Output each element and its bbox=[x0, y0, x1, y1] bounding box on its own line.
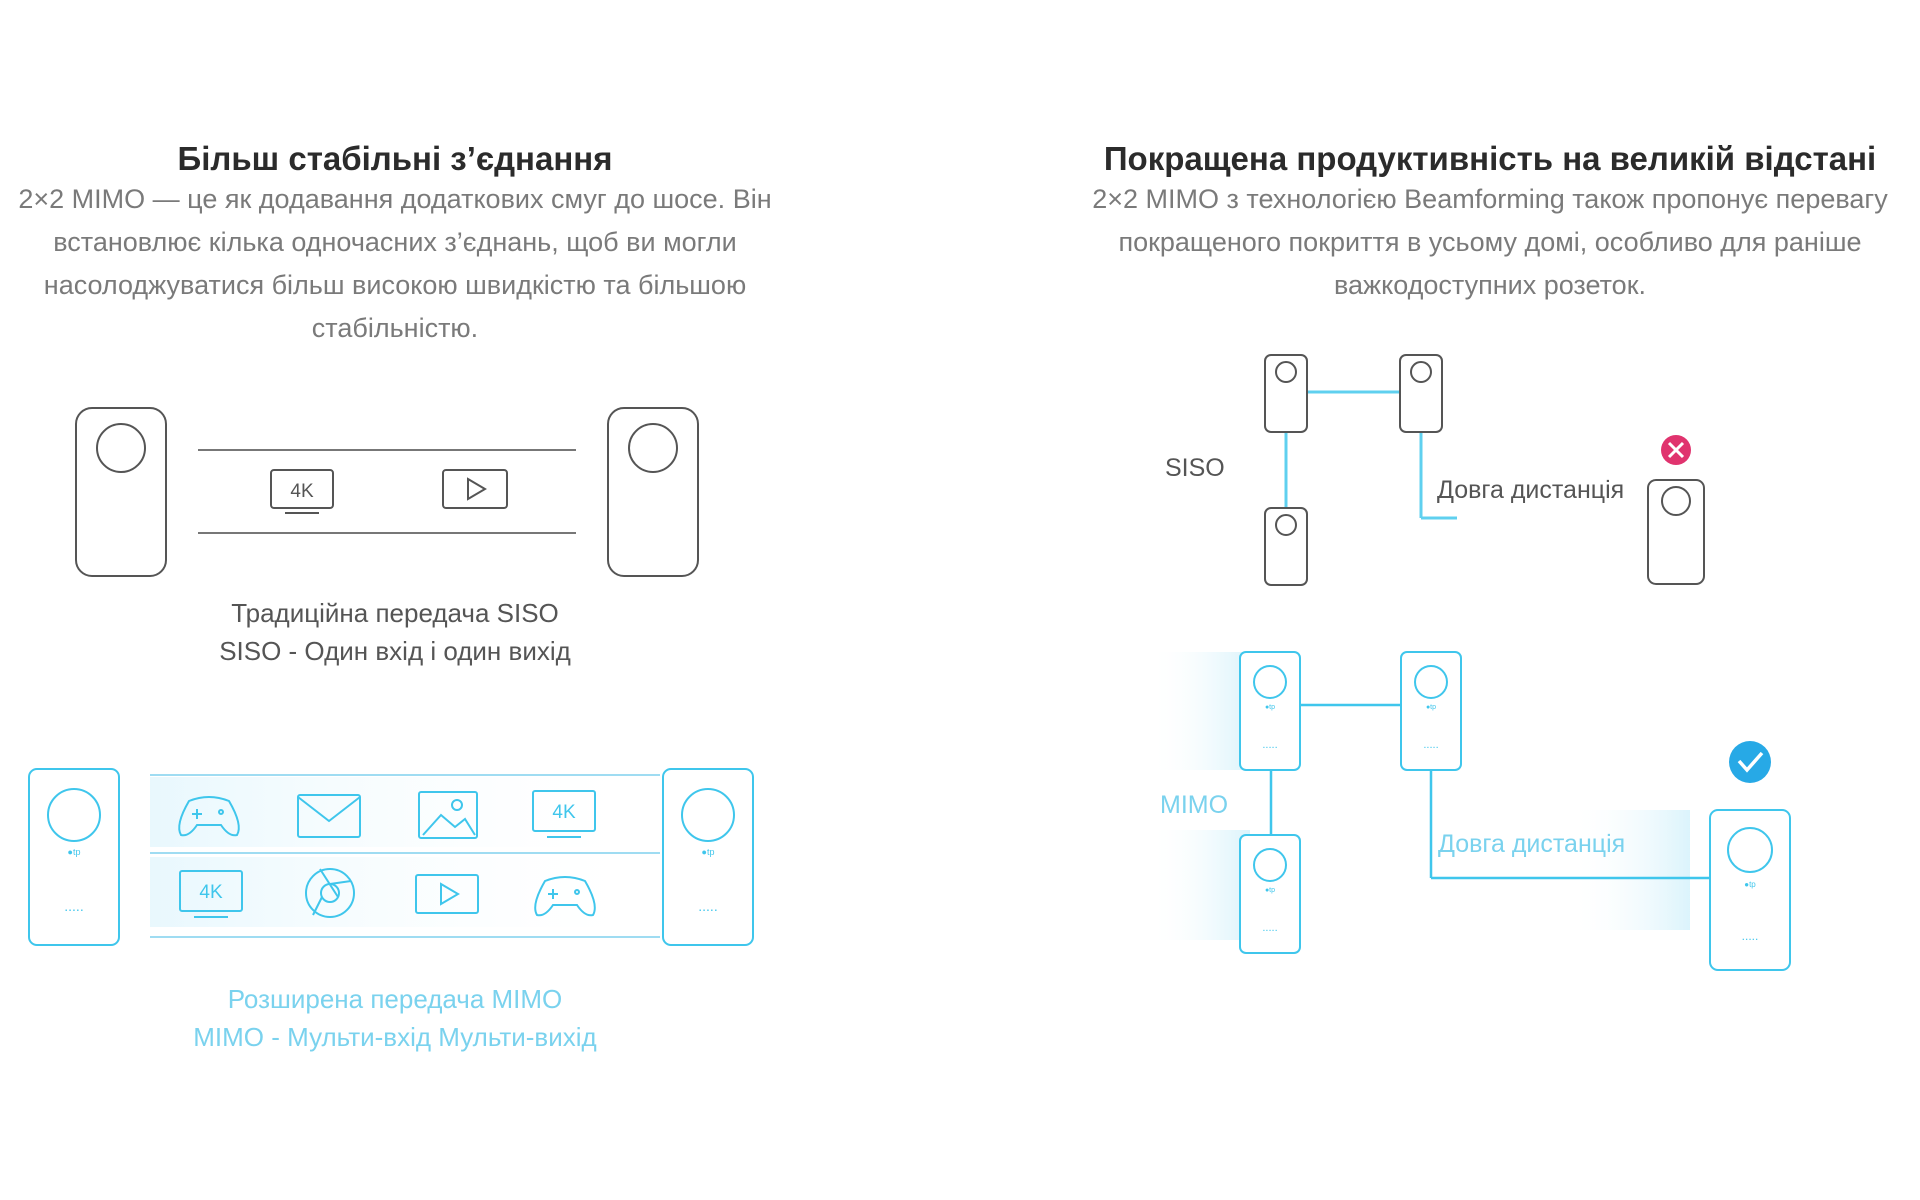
siso-transmission-diagram: 4K bbox=[75, 407, 699, 577]
check-circle-icon bbox=[1729, 741, 1771, 783]
mimo-device-c: ●tp ..... bbox=[1239, 834, 1301, 954]
left-title: Більш стабільні з’єднання bbox=[177, 140, 613, 177]
x-circle-icon bbox=[1661, 435, 1691, 465]
mimo-label: MIMO bbox=[1160, 791, 1228, 819]
siso-device-left bbox=[75, 407, 167, 577]
siso-device-b bbox=[1399, 354, 1443, 433]
mimo-caption: Розширена передача MIMO MIMO - Мульти-вх… bbox=[0, 980, 790, 1056]
mimo-4k-badge-bottom: 4K bbox=[199, 882, 223, 903]
gamepad-icon bbox=[534, 876, 596, 917]
svg-text:.....: ..... bbox=[1262, 922, 1277, 934]
siso-device-a bbox=[1264, 354, 1308, 433]
siso-label: SISO bbox=[1165, 454, 1225, 482]
mimo-device-far: ●tp ..... bbox=[1709, 809, 1791, 971]
siso-device-far bbox=[1647, 479, 1705, 585]
chrome-icon bbox=[305, 868, 355, 918]
mail-icon bbox=[297, 794, 361, 838]
siso-caption-line1: Традиційна передача SISO bbox=[231, 598, 559, 628]
mimo-distance-label: Довга дистанція bbox=[1438, 830, 1625, 858]
svg-text:●tp: ●tp bbox=[1265, 887, 1275, 894]
svg-text:●tp: ●tp bbox=[702, 847, 715, 857]
svg-text:.....: ..... bbox=[698, 898, 717, 914]
svg-text:.....: ..... bbox=[1742, 929, 1759, 943]
4k-tv-icon: 4K bbox=[532, 790, 596, 838]
4k-tv-icon: 4K bbox=[270, 469, 334, 514]
svg-text:●tp: ●tp bbox=[1426, 704, 1436, 711]
siso-range-diagram: SISO Довга дистанція bbox=[1165, 354, 1705, 586]
svg-text:●tp: ●tp bbox=[1744, 880, 1756, 889]
siso-distance-label: Довга дистанція bbox=[1437, 476, 1624, 504]
left-description: 2×2 MIMO — це як додавання додаткових см… bbox=[18, 184, 772, 343]
svg-text:●tp: ●tp bbox=[1265, 704, 1275, 711]
right-title: Покращена продуктивність на великій відс… bbox=[1103, 140, 1877, 177]
svg-text:.....: ..... bbox=[64, 898, 83, 914]
mimo-caption-line2: MIMO - Мульти-вхід Мульти-вихід bbox=[193, 1022, 597, 1052]
mimo-device-b: ●tp ..... bbox=[1400, 651, 1462, 771]
mimo-caption-line1: Розширена передача MIMO bbox=[227, 984, 563, 1014]
mimo-device-right: ●tp ..... bbox=[662, 768, 754, 946]
siso-caption: Традиційна передача SISO SISO - Один вхі… bbox=[0, 594, 790, 670]
play-icon bbox=[442, 469, 508, 509]
siso-device-right bbox=[607, 407, 699, 577]
mimo-device-a: ●tp ..... bbox=[1239, 651, 1301, 771]
svg-text:.....: ..... bbox=[1262, 739, 1277, 751]
mimo-transmission-diagram: ●tp ..... 4K 4K bbox=[28, 768, 754, 946]
mimo-4k-badge-top: 4K bbox=[552, 802, 576, 823]
mimo-device-left: ●tp ..... bbox=[28, 768, 120, 946]
siso-device-c bbox=[1264, 507, 1308, 586]
play-icon bbox=[415, 874, 479, 914]
right-description: 2×2 MIMO з технологією Beamforming також… bbox=[1092, 184, 1888, 300]
siso-4k-badge: 4K bbox=[290, 481, 314, 502]
4k-tv-icon: 4K bbox=[179, 870, 243, 918]
mimo-lane-top bbox=[150, 777, 660, 847]
svg-text:.....: ..... bbox=[1423, 739, 1438, 751]
image-icon bbox=[418, 791, 478, 839]
mimo-range-diagram: ●tp ..... ●tp ..... ●tp ..... ●tp ..... … bbox=[1150, 651, 1791, 971]
siso-caption-line2: SISO - Один вхід і один вихід bbox=[219, 636, 571, 666]
gamepad-icon bbox=[178, 796, 240, 837]
svg-text:●tp: ●tp bbox=[68, 847, 81, 857]
